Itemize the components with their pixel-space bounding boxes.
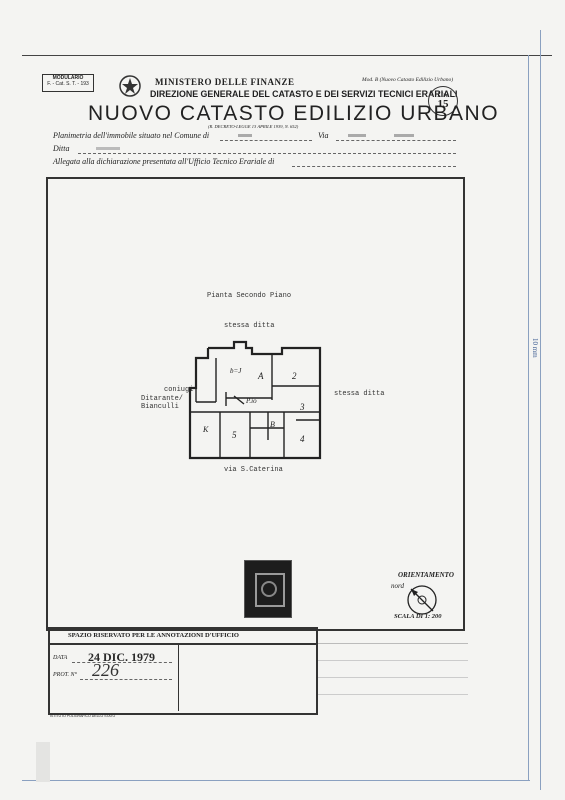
price-label: Lire xyxy=(437,91,449,99)
planimetry-label: Planimetria dell'immobile situato nel Co… xyxy=(53,131,210,140)
office-header: SPAZIO RISERVATO PER LE ANNOTAZIONI D'UF… xyxy=(68,632,239,639)
faint-line-3 xyxy=(318,677,468,678)
allegata-label: Allegata alla dichiarazione presentata a… xyxy=(53,157,275,166)
east-neighbor: stessa ditta xyxy=(334,390,385,398)
printer-label: ISTITUTO POLIGRAFICO DELLO STATO xyxy=(50,714,116,718)
protocol-value: 226 xyxy=(92,660,119,680)
faint-line-1 xyxy=(318,643,468,644)
room-label-a: A xyxy=(258,371,264,381)
room-label-pio: P.io xyxy=(246,397,257,405)
north-label: nord xyxy=(391,582,404,590)
street-label: via S.Caterina xyxy=(224,466,283,474)
drawing-frame xyxy=(46,177,465,631)
room-label-b: B xyxy=(270,420,275,429)
right-margin-line xyxy=(540,30,541,790)
modulario-code: F. - Cat. S. T. - 193 xyxy=(47,81,89,87)
west-neighbor-coniugi: coniugi xyxy=(164,386,194,394)
faint-line-2 xyxy=(318,660,468,661)
ditta-line xyxy=(78,153,456,154)
ministry-title: MINISTERO DELLE FINANZE xyxy=(155,77,295,87)
room-label-5: 5 xyxy=(232,430,237,440)
redacted-ditta xyxy=(96,147,120,150)
top-border xyxy=(22,55,552,56)
allegata-line xyxy=(292,166,456,167)
via-line xyxy=(336,140,456,141)
office-header-line xyxy=(48,643,316,645)
faint-line-4 xyxy=(318,694,468,695)
room-label-2: 2 xyxy=(292,371,297,381)
form-title: NUOVO CATASTO EDILIZIO URBANO xyxy=(88,102,500,125)
plan-title: Pianta Secondo Piano xyxy=(207,292,292,300)
orientation-title: ORIENTAMENTO xyxy=(398,571,454,579)
redacted-civic xyxy=(394,134,414,137)
date-label: DATA xyxy=(53,655,68,661)
date-value: 24 DIC. 1979 xyxy=(88,650,156,664)
side-measure-label: 10 mm xyxy=(531,338,539,358)
compass-icon xyxy=(405,583,439,617)
floor-plan xyxy=(188,340,322,460)
protocol-line xyxy=(80,679,172,680)
room-label-3: 3 xyxy=(300,402,305,412)
room-label-4: 4 xyxy=(300,434,305,444)
office-annotation-box xyxy=(48,627,318,715)
west-neighbor-name1: Ditarante/ xyxy=(141,395,184,403)
protocol-label: PROT. N° xyxy=(53,672,77,678)
bottom-border xyxy=(22,780,530,781)
via-label: Via xyxy=(318,131,329,140)
west-neighbor-name2: Bianculli xyxy=(141,403,179,411)
scan-smudge xyxy=(36,742,50,782)
scale-label: SCALA DI 1: 200 xyxy=(394,613,442,620)
date-line xyxy=(72,662,172,663)
ditta-label: Ditta xyxy=(53,144,70,153)
comune-line xyxy=(220,140,312,141)
room-label-bj: b=J xyxy=(230,367,242,375)
state-emblem-icon xyxy=(118,74,142,98)
price-value: 15 xyxy=(437,98,449,110)
office-divider xyxy=(178,645,179,711)
model-label: Mod. B (Nuovo Catasto Edilizio Urbano) xyxy=(362,77,454,83)
modulario-box: MODULARIO F. - Cat. S. T. - 193 xyxy=(42,74,94,92)
north-neighbor: stessa ditta xyxy=(224,322,275,330)
room-label-k: K xyxy=(203,425,209,434)
office-stamp xyxy=(244,560,292,618)
price-stamp: Lire 15 xyxy=(428,86,458,116)
directorate-title: DIREZIONE GENERALE DEL CATASTO E DEI SER… xyxy=(150,89,458,100)
redacted-comune xyxy=(238,134,252,137)
redacted-via xyxy=(348,134,366,137)
modulario-label: MODULARIO xyxy=(52,75,84,81)
inner-margin-line xyxy=(528,55,529,780)
decree-label: (R. DECRETO-LEGGE 13 APRILE 1939, N. 652… xyxy=(208,124,299,129)
